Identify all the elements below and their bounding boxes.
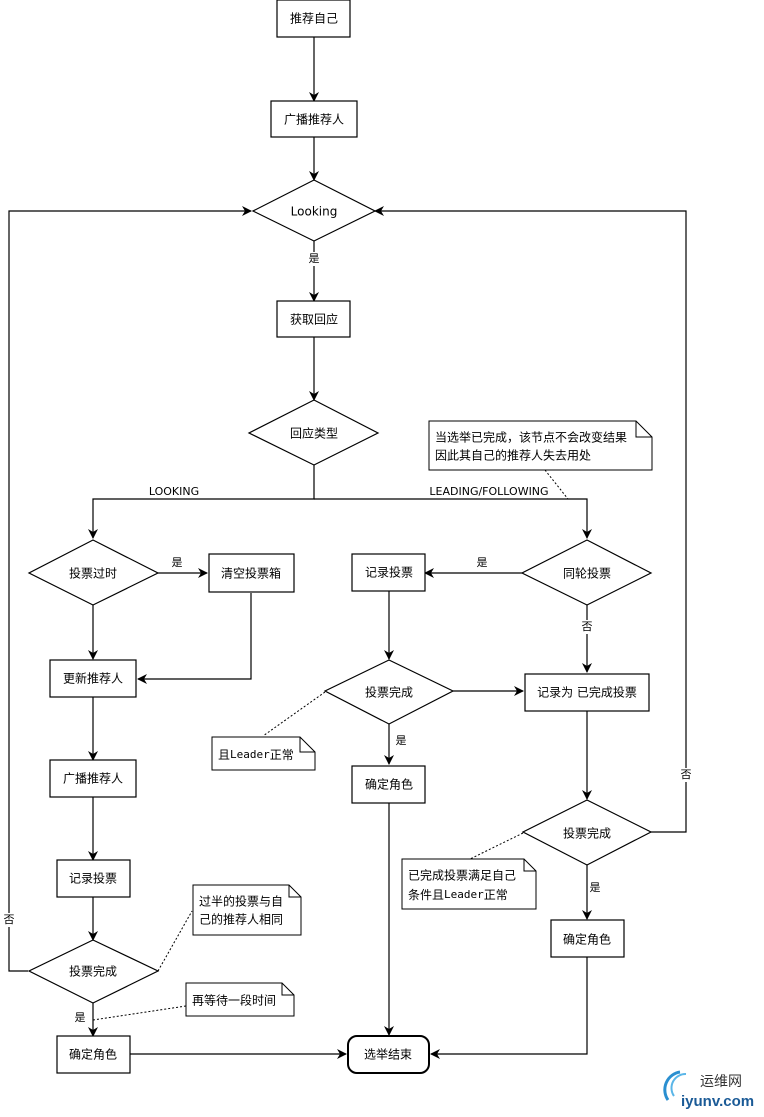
label-broadcast-top: 广播推荐人 — [284, 113, 344, 127]
node-decide-role-right — [550, 919, 625, 958]
note-election-done-line1: 当选举已完成，该节点不会改变结果 — [435, 430, 627, 445]
edge-label-right-done-yes: 是 — [590, 881, 601, 894]
node-update-recommend — [49, 659, 137, 698]
node-vote-done-mid-decision — [323, 659, 455, 725]
watermark-en: iyunv.com — [681, 1093, 754, 1110]
edge-right-decide-to-end — [430, 957, 588, 1059]
edge-label-left-done-yes: 是 — [75, 1011, 86, 1024]
label-looking: Looking — [291, 205, 338, 219]
node-vote-done-right-decision — [521, 799, 653, 866]
node-record-vote-left — [56, 859, 131, 898]
note-completed-cond-line2: 条件且Leader正常 — [408, 888, 508, 902]
watermark-cn: 运维网 — [700, 1074, 742, 1090]
edge-label-mid-done-yes: 是 — [396, 734, 407, 747]
node-vote-stale-decision — [27, 539, 160, 606]
note-completed-cond — [401, 858, 537, 910]
note-leader-ok — [211, 736, 316, 771]
node-clear-ballot — [208, 553, 295, 593]
node-get-response — [276, 300, 351, 338]
edge-left-done-no-loop — [8, 206, 252, 972]
edge-label-left-done-no: 否 — [4, 913, 15, 926]
node-response-type-decision — [247, 399, 380, 466]
note-wait — [185, 982, 295, 1017]
node-looking-decision — [251, 179, 377, 242]
label-vote-stale: 投票过时 — [69, 566, 117, 581]
edge-clear-to-update — [137, 593, 252, 684]
label-vote-done-right: 投票完成 — [563, 826, 611, 841]
label-response-type: 回应类型 — [290, 426, 338, 441]
node-record-vote-mid — [351, 553, 426, 592]
label-vote-done-left: 投票完成 — [69, 964, 117, 979]
edge-label-leading-branch: LEADING/FOLLOWING — [429, 485, 548, 498]
note-majority-line1: 过半的投票与自 — [199, 894, 283, 909]
note-leader-ok-text: 且Leader正常 — [218, 748, 294, 762]
note-connector-completed-cond — [469, 832, 524, 860]
label-decide-role-right: 确定角色 — [563, 932, 611, 947]
node-same-round-decision — [520, 539, 653, 606]
node-decide-role-left — [56, 1035, 131, 1074]
label-clear-ballot: 清空投票箱 — [221, 566, 281, 581]
edge-type-to-looking-branch — [88, 465, 315, 539]
edge-label-same-round-no: 否 — [582, 620, 593, 633]
label-vote-done-mid: 投票完成 — [365, 685, 413, 700]
edge-label-looking-branch: LOOKING — [149, 485, 199, 498]
node-election-end — [347, 1035, 430, 1074]
node-broadcast-left — [49, 759, 137, 798]
label-record-vote-mid: 记录投票 — [365, 565, 413, 580]
watermark-logo: 运维网 iyunv.com — [663, 1070, 754, 1110]
note-wait-text: 再等待一段时间 — [192, 993, 276, 1008]
label-decide-role-left: 确定角色 — [69, 1047, 117, 1062]
label-decide-role-mid: 确定角色 — [365, 777, 413, 792]
note-connector-leader-ok — [262, 691, 326, 737]
node-broadcast-top — [270, 100, 358, 138]
edge-label-stale-yes: 是 — [172, 556, 183, 569]
edge-label-right-done-no: 否 — [681, 768, 692, 781]
note-majority-line2: 己的推荐人相同 — [199, 912, 283, 927]
label-election-end: 选举结束 — [364, 1048, 412, 1062]
note-election-done-line2: 因此其自己的推荐人失去用处 — [435, 448, 591, 463]
note-majority — [192, 884, 302, 936]
edge-label-same-round-yes: 是 — [477, 556, 488, 569]
edge-type-to-leading-branch — [314, 498, 592, 539]
node-decide-role-mid — [351, 765, 426, 804]
label-record-completed: 记录为 已完成投票 — [537, 685, 637, 700]
label-get-response: 获取回应 — [290, 312, 338, 327]
label-update-recommend: 更新推荐人 — [63, 671, 123, 686]
node-recommend-self — [276, 0, 351, 38]
note-connector-majority — [157, 910, 193, 972]
note-election-done — [428, 420, 653, 471]
label-broadcast-left: 广播推荐人 — [63, 772, 123, 786]
label-record-vote-left: 记录投票 — [69, 871, 117, 886]
edge-label-looking-yes: 是 — [309, 252, 320, 265]
watermark-arc-icon — [663, 1070, 681, 1101]
note-connector-wait — [92, 1005, 187, 1021]
label-same-round: 同轮投票 — [563, 566, 611, 581]
node-vote-done-left-decision — [27, 939, 160, 1004]
note-completed-cond-line1: 已完成投票满足自己 — [408, 868, 516, 883]
edge-right-done-no-loop — [374, 206, 687, 833]
node-record-completed — [524, 673, 650, 712]
label-recommend-self: 推荐自己 — [290, 12, 338, 26]
